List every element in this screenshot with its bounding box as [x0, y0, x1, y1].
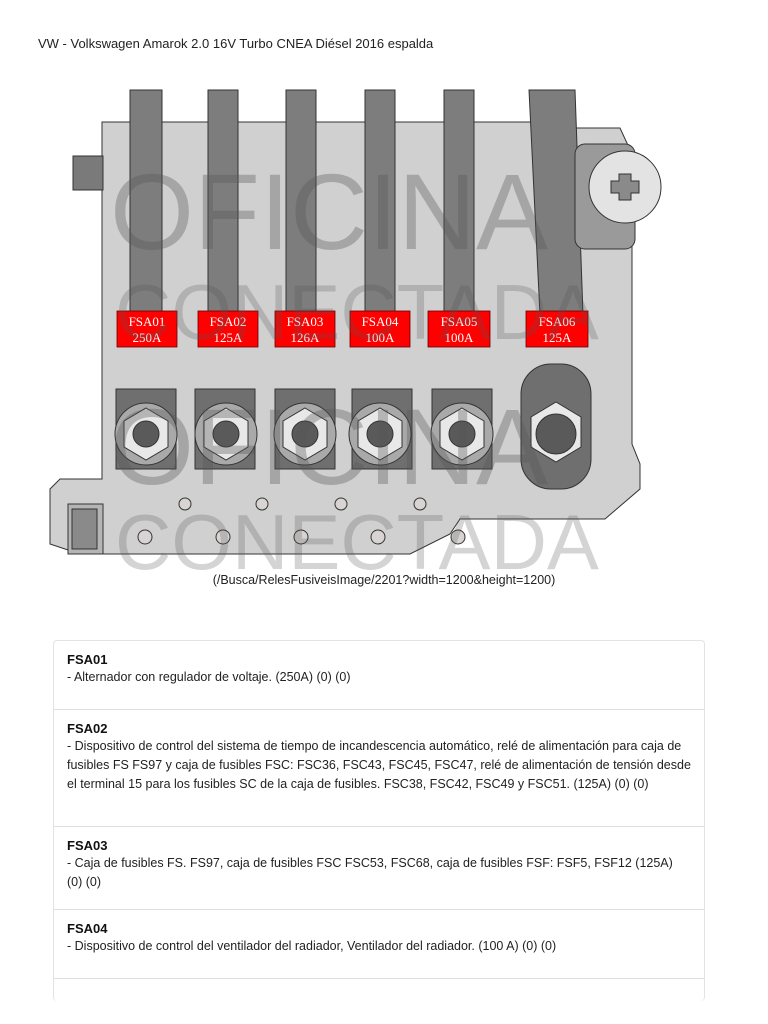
fuse-card-description: - Dispositivo de control del sistema de … [67, 739, 691, 791]
svg-text:FSA01: FSA01 [129, 314, 166, 329]
svg-text:OFICINA: OFICINA [110, 386, 548, 507]
svg-text:100A: 100A [366, 330, 396, 345]
svg-text:FSA03: FSA03 [287, 314, 324, 329]
mount-holes [137, 497, 466, 545]
fuse-label-fsa06: FSA06 125A [525, 310, 589, 348]
svg-text:FSA02: FSA02 [210, 314, 247, 329]
svg-text:FSA06: FSA06 [539, 314, 576, 329]
fuse-card-fsa01: FSA01 - Alternador con regulador de volt… [54, 641, 704, 710]
svg-text:CONECTADA: CONECTADA [115, 498, 599, 574]
fuse-label-fsa04: FSA04 100A [349, 310, 411, 348]
svg-text:250A: 250A [133, 330, 163, 345]
fuse-card-fsa04: FSA04 - Dispositivo de control del venti… [54, 910, 704, 979]
bolt-row [114, 363, 592, 490]
svg-text:100A: 100A [445, 330, 475, 345]
watermark: OFICINA CONECTADA OFICINA CONECTADA [110, 151, 599, 574]
svg-text:FSA05: FSA05 [441, 314, 478, 329]
fuse-card-description: - Caja de fusibles FS. FS97, caja de fus… [67, 856, 673, 889]
page-title: VW - Volkswagen Amarok 2.0 16V Turbo CNE… [38, 36, 434, 51]
svg-text:OFICINA: OFICINA [110, 151, 548, 272]
cable-bars [129, 89, 584, 316]
fuse-card-title: FSA02 [67, 721, 108, 736]
fuse-card-title: FSA04 [67, 921, 108, 936]
svg-text:CONECTADA: CONECTADA [115, 268, 599, 356]
fuse-card-description: - Dispositivo de control del ventilador … [67, 939, 557, 953]
image-caption-link[interactable]: (/Busca/RelesFusiveisImage/2201?width=12… [212, 573, 556, 587]
fuse-card-description: - Alternador con regulador de voltaje. (… [67, 670, 351, 684]
fuse-card-title: FSA01 [67, 652, 108, 667]
fuse-labels: FSA01 250A FSA02 125A FSA03 126A FSA04 1… [116, 310, 589, 348]
svg-text:FSA04: FSA04 [362, 314, 399, 329]
fuse-card-fsa03: FSA03 - Caja de fusibles FS. FS97, caja … [54, 827, 704, 910]
svg-text:125A: 125A [543, 330, 573, 345]
fuse-card-title: FSA03 [67, 838, 108, 853]
fuse-description-list: FSA01 - Alternador con regulador de volt… [53, 640, 705, 1001]
fuse-label-fsa02: FSA02 125A [197, 310, 259, 348]
fuse-label-fsa03: FSA03 126A [274, 310, 336, 348]
fuse-box-diagram: FSA01 250A FSA02 125A FSA03 126A FSA04 1… [49, 89, 662, 574]
svg-text:126A: 126A [291, 330, 321, 345]
fuse-label-fsa05: FSA05 100A [427, 310, 491, 348]
fuse-label-fsa01: FSA01 250A [116, 310, 178, 348]
screw-icon [574, 143, 662, 250]
fuse-card-fsa02: FSA02 - Dispositivo de control del siste… [54, 710, 704, 827]
svg-text:125A: 125A [214, 330, 244, 345]
